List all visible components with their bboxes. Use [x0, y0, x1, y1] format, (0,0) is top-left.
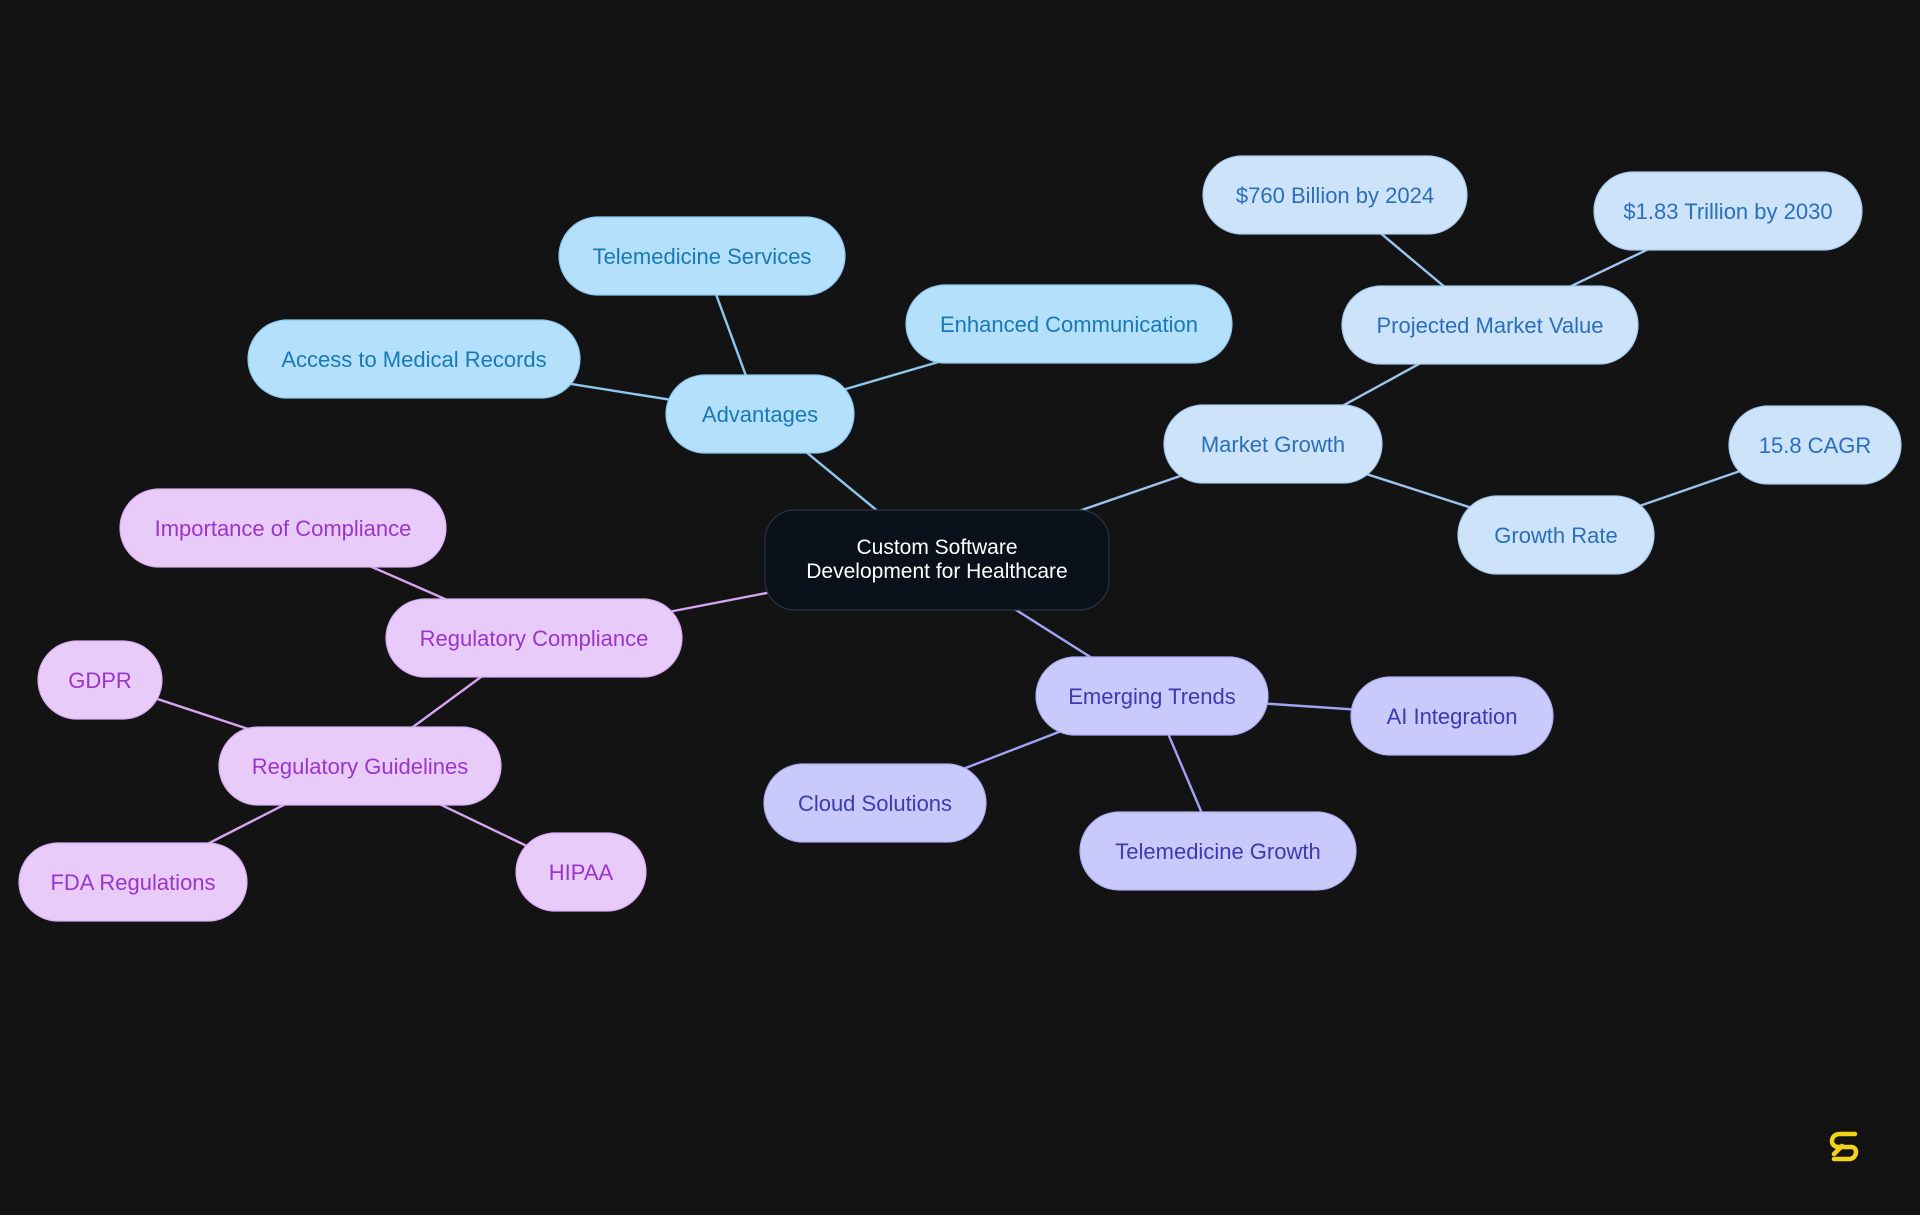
root-node-label-line: Custom Software — [856, 536, 1017, 559]
node-regulatory-guidelines[interactable]: Regulatory Guidelines — [218, 726, 502, 806]
node-access-to-medical-records[interactable]: Access to Medical Records — [247, 319, 581, 399]
node-label: Growth Rate — [1494, 523, 1618, 548]
node-label: Importance of Compliance — [155, 516, 412, 541]
node-hipaa[interactable]: HIPAA — [515, 832, 647, 912]
node-label: Cloud Solutions — [798, 791, 952, 816]
node-label: Projected Market Value — [1376, 313, 1603, 338]
node-regulatory-compliance[interactable]: Regulatory Compliance — [385, 598, 683, 678]
node-fda-regulations[interactable]: FDA Regulations — [18, 842, 248, 922]
node-growth-rate[interactable]: Growth Rate — [1457, 495, 1655, 575]
node-box — [247, 319, 581, 399]
root-node-label-line: Development for Healthcare — [806, 560, 1067, 583]
node-box — [18, 842, 248, 922]
node-emerging-trends[interactable]: Emerging Trends — [1035, 656, 1269, 736]
node-box — [1593, 171, 1863, 251]
node-box — [1079, 811, 1357, 891]
node-label: HIPAA — [549, 860, 614, 885]
node-label: $760 Billion by 2024 — [1236, 183, 1434, 208]
brand-logo-icon — [1829, 1131, 1859, 1162]
node-market-growth[interactable]: Market Growth — [1163, 404, 1383, 484]
node-label: Market Growth — [1201, 432, 1345, 457]
node-label: AI Integration — [1387, 704, 1518, 729]
node-label: Telemedicine Services — [593, 244, 812, 269]
node-label: Emerging Trends — [1068, 684, 1236, 709]
node-box — [218, 726, 502, 806]
node-importance-of-compliance[interactable]: Importance of Compliance — [119, 488, 447, 568]
node-box — [1350, 676, 1554, 756]
node-box — [37, 640, 163, 720]
node-15-8-cagr[interactable]: 15.8 CAGR — [1728, 405, 1902, 485]
node-label: 15.8 CAGR — [1759, 433, 1872, 458]
node-box — [385, 598, 683, 678]
node-box — [1035, 656, 1269, 736]
node-label: Advantages — [702, 402, 818, 427]
node-box — [1728, 405, 1902, 485]
node-box — [905, 284, 1233, 364]
brand-logo-icon-bar — [1831, 1143, 1845, 1157]
node-box — [1163, 404, 1383, 484]
node-box — [119, 488, 447, 568]
node-gdpr[interactable]: GDPR — [37, 640, 163, 720]
node-projected-market-value[interactable]: Projected Market Value — [1341, 285, 1639, 365]
node-box — [763, 763, 987, 843]
node-box — [515, 832, 647, 912]
node-label: $1.83 Trillion by 2030 — [1623, 199, 1832, 224]
node-label: Regulatory Guidelines — [252, 754, 468, 779]
node-760-billion-by-2024[interactable]: $760 Billion by 2024 — [1202, 155, 1468, 235]
node-label: GDPR — [68, 668, 132, 693]
node-label: Access to Medical Records — [281, 347, 546, 372]
node-label: Telemedicine Growth — [1115, 839, 1320, 864]
node-telemedicine-services[interactable]: Telemedicine Services — [558, 216, 846, 296]
node-advantages[interactable]: Advantages — [665, 374, 855, 454]
root-node-box — [764, 509, 1110, 611]
node-enhanced-communication[interactable]: Enhanced Communication — [905, 284, 1233, 364]
node-telemedicine-growth[interactable]: Telemedicine Growth — [1079, 811, 1357, 891]
node-box — [1457, 495, 1655, 575]
node-box — [665, 374, 855, 454]
node-label: Regulatory Compliance — [420, 626, 649, 651]
node-cloud-solutions[interactable]: Cloud Solutions — [763, 763, 987, 843]
node-1-83-trillion-by-2030[interactable]: $1.83 Trillion by 2030 — [1593, 171, 1863, 251]
node-box — [558, 216, 846, 296]
node-ai-integration[interactable]: AI Integration — [1350, 676, 1554, 756]
node-label: FDA Regulations — [50, 870, 215, 895]
node-box — [1202, 155, 1468, 235]
node-box — [1341, 285, 1639, 365]
brand-logo-icon-shape — [1829, 1131, 1859, 1162]
node-label: Enhanced Communication — [940, 312, 1198, 337]
